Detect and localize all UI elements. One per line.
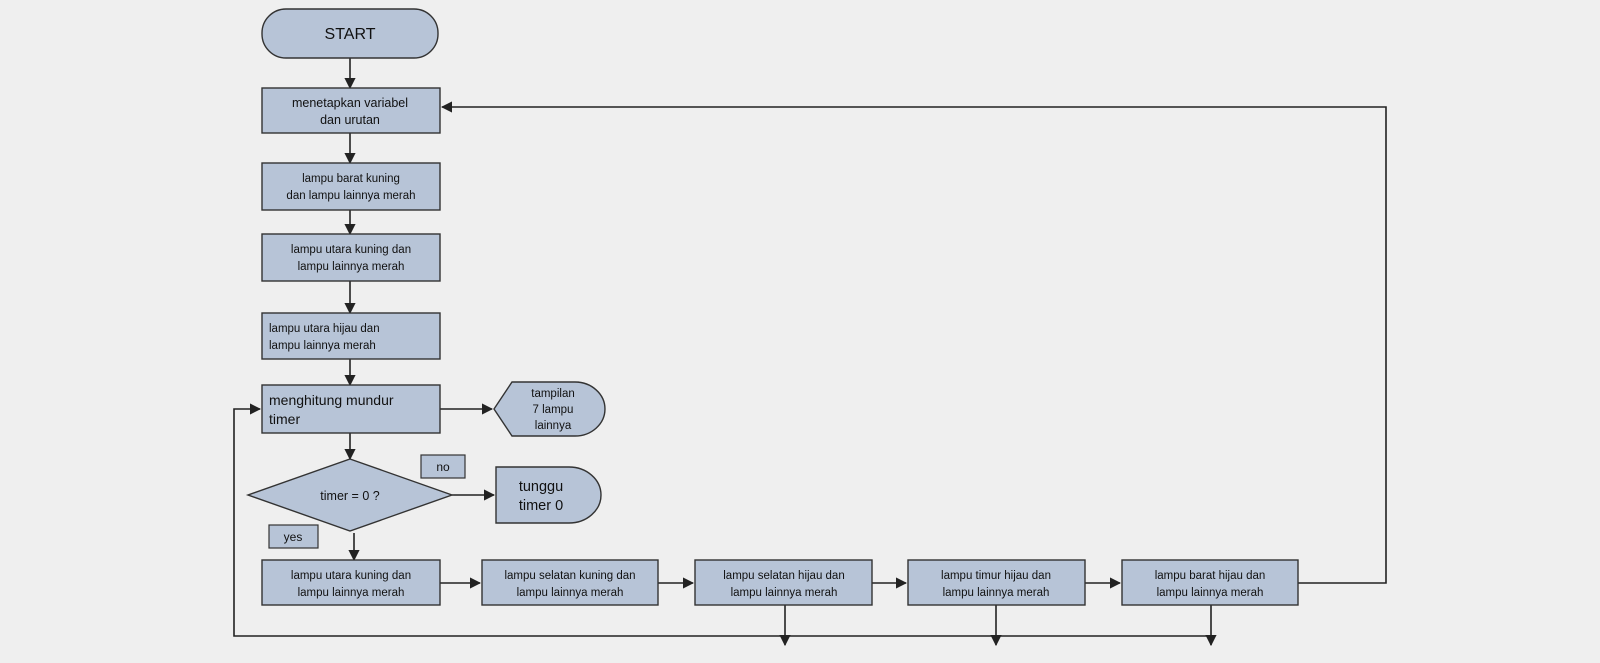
north-green-line-2: lampu lainnya merah xyxy=(269,340,376,352)
wait-node: tunggu timer 0 xyxy=(495,466,602,524)
process-set-variables: menetapkan variabel dan urutan xyxy=(261,87,441,134)
process-west-green: lampu barat hijau dan lampu lainnya mera… xyxy=(1121,559,1299,606)
process-north-green: lampu utara hijau dan lampu lainnya mera… xyxy=(261,312,441,360)
start-label: START xyxy=(325,26,376,43)
decision-timer-zero: timer = 0 ? xyxy=(245,458,455,532)
set-vars-line-2: dan urutan xyxy=(320,113,380,127)
wait-line-2: timer 0 xyxy=(519,498,563,514)
edges xyxy=(233,58,1387,647)
west-yellow-line-1: lampu barat kuning xyxy=(302,173,400,185)
display-line-2: 7 lampu xyxy=(533,404,574,416)
north-yellow-2-line-2: lampu lainnya merah xyxy=(298,587,405,599)
countdown-line-2: timer xyxy=(269,411,300,427)
no-tag: no xyxy=(420,454,466,479)
east-green-line-2: lampu lainnya merah xyxy=(943,587,1050,599)
north-yellow-1-line-1: lampu utara kuning dan xyxy=(291,244,411,256)
no-label: no xyxy=(436,460,450,474)
display-line-3: lainnya xyxy=(535,420,572,432)
display-node: tampilan 7 lampu lainnya xyxy=(493,381,606,437)
south-green-line-2: lampu lainnya merah xyxy=(731,587,838,599)
countdown-line-1: menghitung mundur xyxy=(269,392,394,408)
west-yellow-line-2: dan lampu lainnya merah xyxy=(286,190,415,202)
process-south-yellow: lampu selatan kuning dan lampu lainnya m… xyxy=(481,559,659,606)
west-green-line-1: lampu barat hijau dan xyxy=(1155,570,1266,582)
south-yellow-line-2: lampu lainnya merah xyxy=(517,587,624,599)
process-east-green: lampu timur hijau dan lampu lainnya mera… xyxy=(907,559,1086,606)
process-north-yellow-1: lampu utara kuning dan lampu lainnya mer… xyxy=(261,233,441,282)
edge-bottom-loop-to-countdown xyxy=(233,403,1213,637)
west-green-line-2: lampu lainnya merah xyxy=(1157,587,1264,599)
set-vars-line-1: menetapkan variabel xyxy=(292,96,408,110)
process-countdown: menghitung mundur timer xyxy=(261,384,441,434)
wait-line-1: tunggu xyxy=(519,479,563,495)
start-node: START xyxy=(261,8,439,59)
display-line-1: tampilan xyxy=(531,388,574,400)
decision-label: timer = 0 ? xyxy=(320,489,379,503)
process-south-green: lampu selatan hijau dan lampu lainnya me… xyxy=(694,559,873,606)
south-yellow-line-1: lampu selatan kuning dan xyxy=(504,570,635,582)
process-west-yellow: lampu barat kuning dan lampu lainnya mer… xyxy=(261,162,441,211)
edge-west-green-loop-to-set-vars xyxy=(440,101,1387,584)
south-green-line-1: lampu selatan hijau dan xyxy=(723,570,844,582)
yes-tag: yes xyxy=(268,524,319,549)
east-green-line-1: lampu timur hijau dan xyxy=(941,570,1051,582)
north-green-line-1: lampu utara hijau dan xyxy=(269,323,380,335)
process-north-yellow-2: lampu utara kuning dan lampu lainnya mer… xyxy=(261,559,441,606)
north-yellow-1-line-2: lampu lainnya merah xyxy=(298,261,405,273)
yes-label: yes xyxy=(284,530,303,544)
north-yellow-2-line-1: lampu utara kuning dan xyxy=(291,570,411,582)
